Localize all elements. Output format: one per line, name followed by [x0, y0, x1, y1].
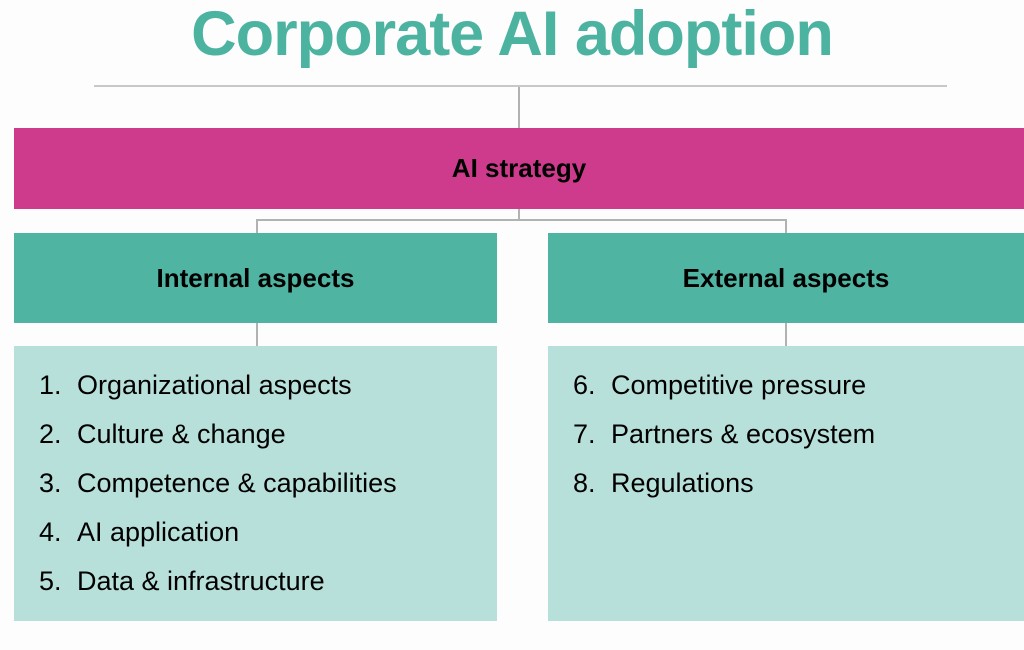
list-item: 6. Competitive pressure [573, 361, 1024, 410]
list-item: 2. Culture & change [39, 410, 497, 459]
node-internal-aspects-label: Internal aspects [156, 262, 355, 293]
title-underline [94, 85, 947, 87]
connector-drop-left [256, 219, 258, 234]
node-ai-strategy-label: AI strategy [451, 153, 587, 183]
list-item-number: 1. [39, 370, 62, 400]
list-item: 5. Data & infrastructure [39, 557, 497, 606]
list-item: 7. Partners & ecosystem [573, 410, 1024, 459]
node-ai-strategy: AI strategy [14, 128, 1024, 209]
list-item-number: 4. [39, 517, 62, 547]
list-item-text: Data & infrastructure [77, 566, 325, 596]
list-item: 1. Organizational aspects [39, 361, 497, 410]
list-item-text: Organizational aspects [77, 370, 352, 400]
connector-title-to-root [518, 87, 520, 128]
list-item-number: 8. [573, 468, 596, 498]
list-item: 4. AI application [39, 508, 497, 557]
node-internal-aspects: Internal aspects [14, 233, 497, 323]
connector-root-stub [518, 209, 520, 220]
connector-drop-right [785, 219, 787, 234]
page-title: Corporate AI adoption [191, 0, 834, 69]
list-item-text: Regulations [611, 468, 754, 498]
connector-internal-to-list [256, 323, 258, 346]
list-item-number: 6. [573, 370, 596, 400]
list-item-number: 5. [39, 566, 62, 596]
list-item-text: Competence & capabilities [77, 468, 397, 498]
connector-external-to-list [785, 323, 787, 346]
list-item-number: 2. [39, 419, 62, 449]
list-item: 8. Regulations [573, 459, 1024, 508]
list-item-text: Competitive pressure [611, 370, 867, 400]
connector-branch-rail [256, 219, 787, 221]
list-item: 3. Competence & capabilities [39, 459, 497, 508]
list-item-text: AI application [77, 517, 240, 547]
external-aspects-list: 6. Competitive pressure 7. Partners & ec… [548, 346, 1024, 621]
list-item-text: Partners & ecosystem [611, 419, 876, 449]
internal-aspects-list: 1. Organizational aspects 2. Culture & c… [14, 346, 497, 621]
list-item-number: 3. [39, 468, 62, 498]
node-external-aspects: External aspects [548, 233, 1024, 323]
list-item-number: 7. [573, 419, 596, 449]
list-item-text: Culture & change [77, 419, 286, 449]
node-external-aspects-label: External aspects [682, 262, 890, 293]
